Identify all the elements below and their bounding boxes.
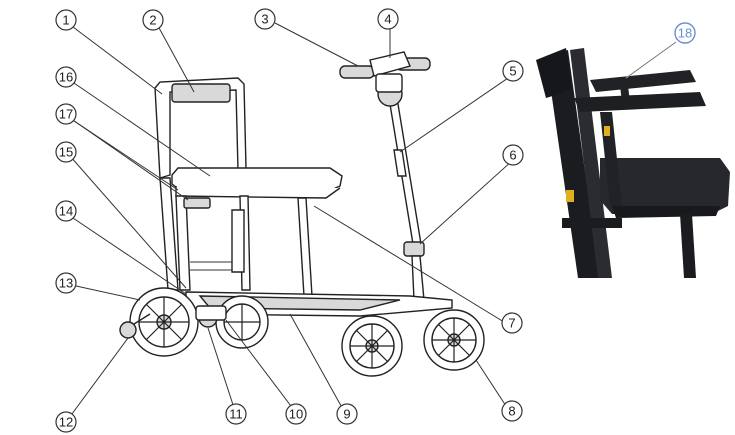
svg-text:18: 18	[678, 26, 692, 41]
callout-1: 1	[55, 9, 77, 31]
front-wheel	[423, 309, 485, 371]
rear-wheel	[129, 287, 199, 357]
callout-3: 3	[254, 8, 276, 30]
callout-8: 8	[501, 400, 523, 422]
svg-text:3: 3	[261, 12, 268, 27]
svg-text:5: 5	[509, 64, 516, 79]
callout-16: 16	[55, 66, 77, 88]
callout-7: 7	[501, 312, 523, 334]
callout-9: 9	[336, 403, 358, 425]
callout-5: 5	[502, 60, 524, 82]
svg-text:2: 2	[149, 13, 156, 28]
svg-text:7: 7	[508, 316, 515, 331]
svg-text:15: 15	[59, 145, 73, 160]
caster-wheel	[119, 313, 151, 339]
seat-back	[154, 77, 247, 179]
callout-14: 14	[55, 200, 77, 222]
svg-text:4: 4	[384, 12, 391, 27]
seat-cushion	[171, 167, 343, 199]
middle-wheel	[341, 315, 403, 377]
leader-lines	[65, 22, 514, 423]
svg-text:1: 1	[62, 13, 69, 28]
svg-text:8: 8	[508, 404, 515, 419]
svg-text:17: 17	[59, 107, 73, 122]
svg-text:11: 11	[229, 407, 243, 422]
svg-text:10: 10	[289, 407, 303, 422]
callout-17: 17	[55, 103, 77, 125]
svg-text:9: 9	[343, 407, 350, 422]
motor-hub	[195, 305, 227, 328]
callout-13: 13	[55, 272, 77, 294]
svg-text:16: 16	[59, 70, 73, 85]
callout-2: 2	[142, 9, 164, 31]
scooter-drawing	[119, 51, 485, 377]
callout-4: 4	[377, 8, 399, 30]
callout-12: 12	[55, 411, 77, 433]
inner-wheel	[215, 295, 269, 349]
handlebar	[339, 51, 431, 107]
callout-10: 10	[285, 403, 307, 425]
svg-text:14: 14	[59, 204, 73, 219]
svg-text:13: 13	[59, 276, 73, 291]
callout-11: 11	[225, 403, 247, 425]
svg-text:6: 6	[509, 148, 516, 163]
seat-support	[159, 177, 313, 297]
callout-18: 18	[674, 22, 696, 44]
steering-column	[387, 91, 425, 301]
callout-6: 6	[502, 144, 524, 166]
svg-text:12: 12	[59, 415, 73, 430]
armrest-detail-photo	[532, 32, 735, 280]
callout-15: 15	[55, 141, 77, 163]
